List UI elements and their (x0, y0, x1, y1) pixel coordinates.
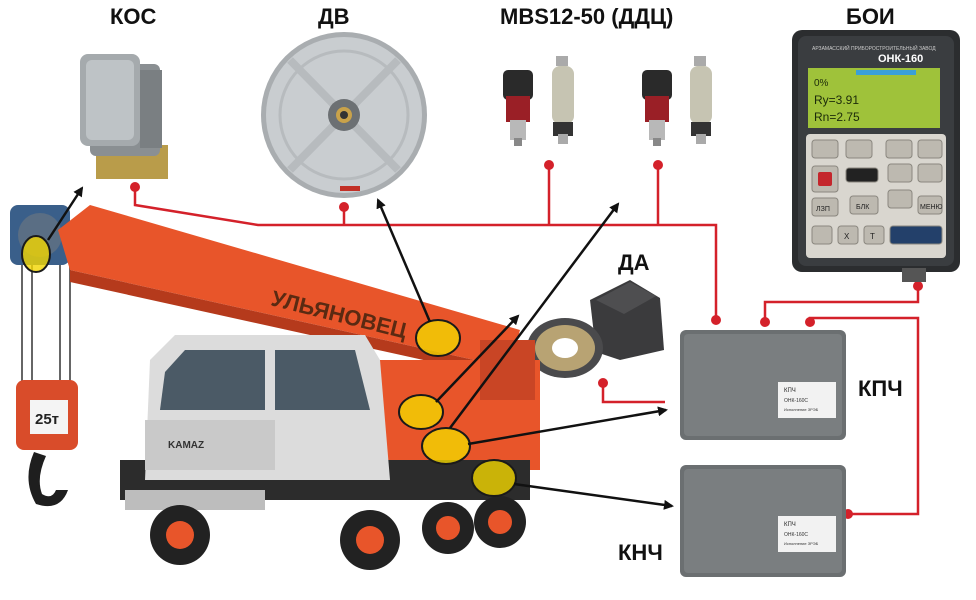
label-mbs: MBS12-50 (ДДЦ) (500, 4, 674, 29)
arrow-kpch (467, 406, 668, 446)
label-dv: ДВ (318, 4, 350, 29)
arrow-knch (513, 482, 674, 510)
marker-kos (21, 235, 51, 273)
boi-btn-lzp: ЛЗП (816, 206, 830, 213)
kpch-plate-ver: Исполнение ЗРЭБ (784, 407, 819, 412)
label-kpch: КПЧ (858, 376, 903, 401)
cable-da (601, 383, 665, 404)
crane-truck: 25т УЛЬЯНОВЕЦ KAMAZ (10, 205, 540, 570)
brand-text: KAMAZ (168, 440, 204, 451)
knch-plate-title: КПЧ (784, 522, 796, 528)
boi-screen-line1: 0% (814, 78, 829, 89)
arrow-mbs-2 (449, 202, 620, 429)
boi-btn-t: Т (870, 232, 875, 241)
highlight-markers (21, 235, 517, 497)
mbs-sensor-group-2 (642, 56, 712, 146)
marker-da (471, 459, 517, 497)
arrow-dv (376, 198, 432, 323)
boi-screen-line3: Rn=2.75 (814, 110, 860, 124)
boi-btn-blk: БЛК (856, 204, 870, 211)
pointer-arrows (46, 186, 674, 510)
label-kos: КОС (110, 4, 157, 29)
boi-model-text: ОНК-160 (878, 53, 923, 65)
kos-device (80, 54, 168, 179)
marker-mbs-1 (398, 394, 444, 430)
mbs-sensor-group-1 (503, 56, 574, 146)
knch-box: КПЧ ОНК-160С Исполнение ЗРЭБ (680, 465, 846, 577)
cable-boi (763, 286, 920, 322)
label-boi: БОИ (846, 4, 895, 29)
boi-display-unit: АРЗАМАССКИЙ ПРИБОРОСТРОИТЕЛЬНЫЙ ЗАВОД ОН… (792, 30, 960, 282)
marker-mbs-2 (421, 427, 471, 465)
kpch-box: КПЧ ОНК-160С Исполнение ЗРЭБ (680, 330, 846, 440)
cable-kos (133, 187, 718, 320)
cable-dots (130, 160, 923, 519)
hook-capacity-text: 25т (35, 411, 59, 428)
dv-drum (261, 32, 427, 198)
boi-maker-text: АРЗАМАССКИЙ ПРИБОРОСТРОИТЕЛЬНЫЙ ЗАВОД (812, 44, 936, 52)
label-da: ДА (618, 250, 650, 275)
label-knch: КНЧ (618, 540, 663, 565)
boi-btn-menu: МЕНЮ (920, 204, 943, 211)
knch-plate-ver: Исполнение ЗРЭБ (784, 541, 819, 546)
marker-dv (415, 319, 461, 357)
kpch-plate-sub: ОНК-160С (784, 398, 808, 404)
arrow-mbs-1 (435, 314, 520, 403)
kpch-plate-title: КПЧ (784, 388, 796, 394)
arrow-kos (46, 186, 84, 241)
knch-plate-sub: ОНК-160С (784, 532, 808, 538)
da-sensor (527, 280, 664, 378)
boi-btn-x: Х (844, 232, 850, 241)
boi-screen-line2: Ry=3.91 (814, 93, 859, 107)
